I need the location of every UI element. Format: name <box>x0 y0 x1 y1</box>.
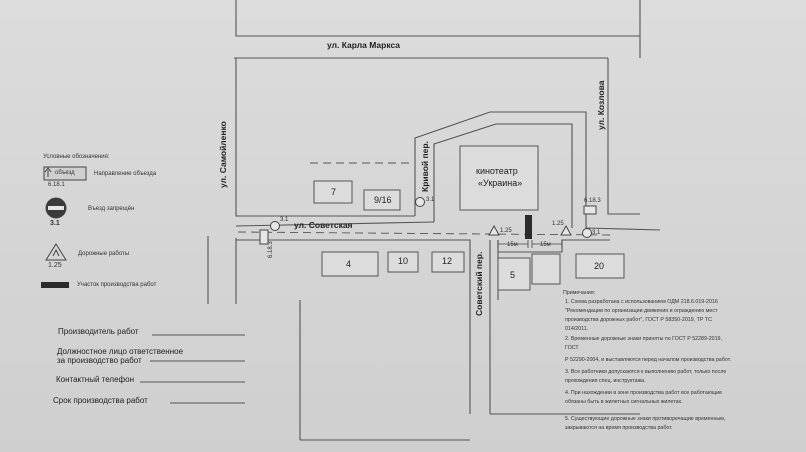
building-20 <box>575 253 625 279</box>
work-area-legend-icon <box>41 282 69 288</box>
legend-title: Условные обозначения: <box>43 154 110 160</box>
note-line: прохождения спец. инструктажа. <box>565 378 646 384</box>
legend-no-entry-code: 3.1 <box>50 220 60 227</box>
building-4 <box>321 251 379 277</box>
roadworks-legend-icon <box>45 243 67 261</box>
building-label: 9/16 <box>374 195 392 205</box>
no-entry-sign-icon <box>270 221 280 231</box>
note-line: "Рекомендации по организации движения и … <box>565 308 718 314</box>
notes-title: Примечания: <box>563 290 596 296</box>
street-edge <box>585 227 661 231</box>
building-7 <box>313 180 353 204</box>
no-entry-sign-icon <box>582 228 592 238</box>
form-period: Срок производства работ <box>53 396 148 405</box>
building-cinema <box>459 145 539 211</box>
legend-roadworks-label: Дорожные работы <box>78 251 130 257</box>
building-5b <box>531 253 561 285</box>
distance-label: 15м <box>507 242 518 248</box>
street-sovetsky-per: Советский пер. <box>474 251 484 316</box>
building-5 <box>497 257 531 291</box>
note-line: обязаны быть в жилетных сигнальных жилет… <box>565 399 683 405</box>
building-label: 7 <box>331 187 337 197</box>
legend-no-entry-label: Въезд запрещён <box>88 206 135 212</box>
no-entry-sign-icon <box>415 197 425 207</box>
arrow-up-icon <box>44 167 52 177</box>
building-label: 10 <box>398 256 409 266</box>
sign-label: 3.1 <box>426 197 435 203</box>
street-edge <box>414 111 587 228</box>
street-edge <box>235 0 641 37</box>
form-phone: Контактный телефон <box>56 375 134 384</box>
detour-legend-icon <box>43 166 87 181</box>
note-line: 014/2011. <box>565 326 589 332</box>
note-line: 5. Существующие дорожные знаки противоре… <box>565 416 726 422</box>
roadworks-sign-icon <box>560 224 572 236</box>
building-9-16 <box>363 189 401 211</box>
note-line: производства дорожных работ", ГОСТ Р 583… <box>565 317 712 323</box>
sign-label: 1.25 <box>552 221 564 227</box>
street-krivoy: Кривой пер. <box>420 141 430 192</box>
distance-label: 15м <box>540 242 551 248</box>
building-label: «Украина» <box>478 178 523 188</box>
form-official-2: за производство работ <box>57 356 142 365</box>
dimension-line <box>497 240 563 248</box>
legend-detour-code: 6.18.1 <box>48 182 65 188</box>
note-line: 2. Временные дорожные знаки приняты по Г… <box>565 336 722 342</box>
building-label: кинотеатр <box>476 166 518 176</box>
road-centerline <box>237 231 611 236</box>
form-official-1: Должностное лицо ответственное <box>57 347 184 356</box>
note-line: 1. Схема разработана с использованием ОД… <box>565 299 718 305</box>
note-line: ГОСТ <box>565 345 579 351</box>
legend-work-area-label: Участок производства работ <box>77 282 157 288</box>
building-label: 5 <box>510 270 516 280</box>
building-label: 12 <box>442 256 453 266</box>
street-sovetskaya: ул. Советская <box>294 220 353 230</box>
roadworks-sign-icon <box>488 224 500 236</box>
legend-detour-sign: объезд <box>55 170 75 176</box>
note-line: Р 52290-2004, и выставляются перед начал… <box>565 357 732 363</box>
sign-label: 3.1 <box>280 217 289 223</box>
sign-label: 6.18.3 <box>268 241 274 258</box>
note-line: 3. Все работники допускаются к выполнени… <box>565 369 727 375</box>
legend-roadworks-code: 1.25 <box>48 262 62 269</box>
sign-label: 1.25 <box>500 228 512 234</box>
street-edge <box>235 221 435 227</box>
street-edge <box>235 58 415 217</box>
street-karl-marx: ул. Карла Маркса <box>327 40 401 50</box>
legend-detour-label: Направление объезда <box>94 171 157 177</box>
building-label: 4 <box>346 259 352 269</box>
building-label: 20 <box>594 261 605 271</box>
building-10 <box>387 251 419 273</box>
detour-sign-icon <box>583 205 597 215</box>
street-edge <box>236 239 471 414</box>
detour-sign-icon <box>259 229 269 245</box>
sign-label: 6.18.3 <box>584 198 601 204</box>
building-12 <box>431 251 465 273</box>
street-samoylenko: ул. Самойленко <box>218 121 228 188</box>
note-line: 4. При нахождении в зоне производства ра… <box>565 390 723 396</box>
work-area-bar <box>525 215 532 239</box>
street-edge <box>607 58 640 215</box>
form-contractor: Производитель работ <box>58 327 139 336</box>
street-edge <box>433 123 573 228</box>
note-line: закрываются на время производства работ. <box>565 425 673 431</box>
sign-label: 3.1 <box>592 230 601 236</box>
street-kozlova: ул. Козлова <box>596 80 606 130</box>
